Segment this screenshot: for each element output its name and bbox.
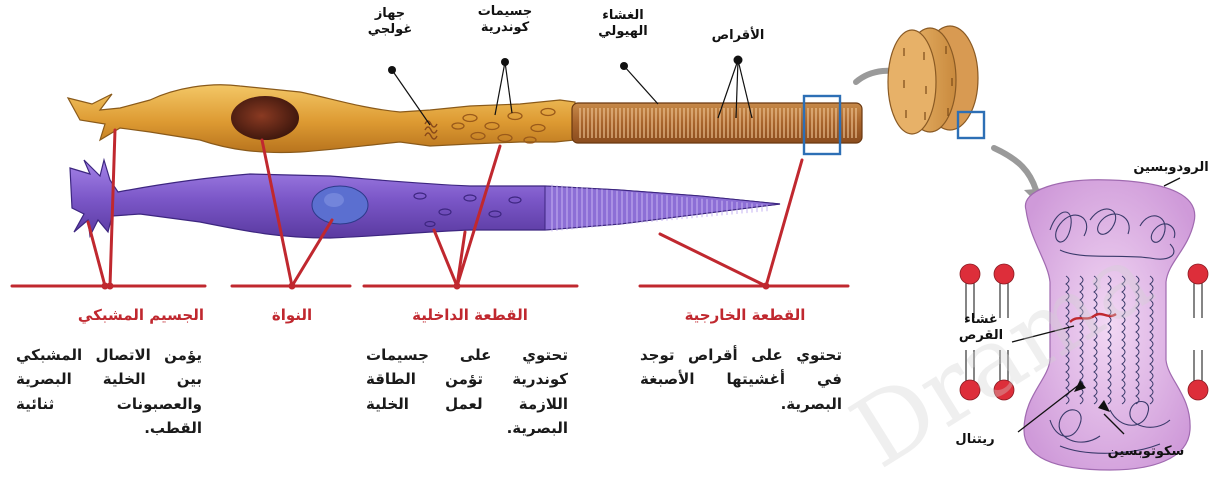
title-synaptic-terminal: الجسيم المشبكي [14, 306, 204, 325]
title-nucleus: النواة [242, 306, 342, 325]
title-outer-segment: القطعة الخارجية [650, 306, 840, 325]
label-scotopsin: سكوتوبسين [1096, 444, 1196, 460]
desc-outer-segment: تحتوي على أقراص توجد في أغشيتها الأصبغة … [640, 343, 842, 416]
rod-cell [68, 85, 862, 154]
label-rhodopsin: الرودوبسين [1118, 160, 1224, 176]
label-golgi: جهاز غولجي [350, 6, 430, 39]
label-discs: الأقراص [700, 28, 776, 44]
label-plasma-membrane: الغشاء الهيولي [580, 8, 666, 41]
rod-nucleus [231, 96, 299, 140]
label-disc-membrane: غشاء القرص [946, 312, 1016, 345]
label-mitochondria: جسيمات كوندرية [462, 4, 548, 37]
desc-synaptic-terminal: يؤمن الاتصال المشبكي بين الخلية البصرية … [16, 343, 202, 440]
title-inner-segment: القطعة الداخلية [370, 306, 570, 325]
disc-stack-zoom [856, 26, 1048, 206]
label-retinal: ريتنال [940, 432, 1010, 448]
cone-cell [70, 160, 780, 238]
desc-inner-segment: تحتوي على جسيمات كوندرية تؤمن الطاقة الل… [366, 343, 568, 440]
black-pointer-dots [388, 56, 743, 75]
